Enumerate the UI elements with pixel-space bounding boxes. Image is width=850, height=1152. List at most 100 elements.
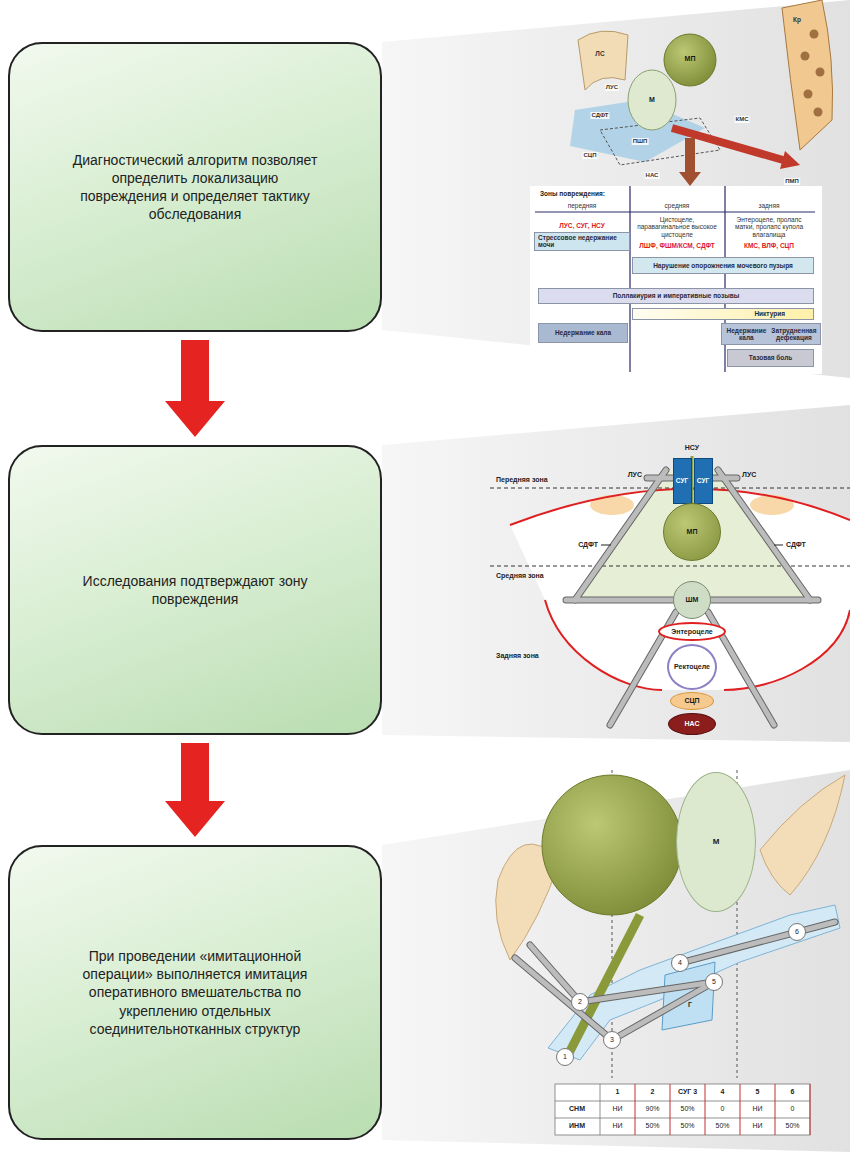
part-label: Г <box>687 1001 693 1009</box>
result-table-grid <box>555 1101 810 1102</box>
part-label: ЛУС <box>628 471 642 479</box>
column-header: средняя <box>665 202 690 209</box>
symptom-band: Нарушение опорожнения мочевого пузыря <box>632 257 814 274</box>
structure-list: ЛУС, СУГ, НСУ <box>559 222 604 229</box>
table-cell: 50% <box>715 1122 729 1130</box>
column-header: передняя <box>568 202 597 209</box>
result-table-grid <box>810 1084 811 1135</box>
pelvic-3d-drawing <box>685 138 695 172</box>
pelvic-zone-scheme <box>718 470 810 600</box>
pelvic-3d-drawing <box>679 172 701 186</box>
pelvic-zone-scheme <box>712 475 737 482</box>
imitation-operation-drawing <box>760 775 845 895</box>
callout-circle: 4 <box>671 954 689 972</box>
pelvic-zone-scheme <box>712 476 737 481</box>
table-cell: 50% <box>645 1122 659 1130</box>
imitation-operation-drawing <box>515 922 835 1040</box>
node-text: СУГ <box>676 477 688 484</box>
symptom-band: Стрессовое недержание мочи <box>534 232 630 251</box>
table-header: СУГ 3 <box>678 1088 697 1096</box>
pelvic-3d-drawing <box>810 30 819 39</box>
pelvic-3d-drawing <box>801 52 810 61</box>
table-cell: 50% <box>680 1105 694 1113</box>
zone-label: Средняя зона <box>496 572 544 580</box>
node-text: Недержание кала <box>725 327 769 341</box>
part-label: СДФТ <box>578 541 598 549</box>
node-text: Ректоцеле <box>674 663 710 671</box>
pelvic-3d-drawing <box>628 70 676 130</box>
part-label: СДФТ <box>590 112 609 119</box>
zone-table-grid <box>535 211 815 212</box>
callout-circle: 3 <box>603 1031 621 1049</box>
structure-list: КМС, ВЛФ, СЦП <box>744 242 794 249</box>
column-header: задняя <box>758 202 779 209</box>
process-box: Диагностический алгоритм позволяет опред… <box>8 42 382 332</box>
pelvic-zone-scheme <box>545 600 662 690</box>
node-text: Нарушение опорожнения мочевого пузыря <box>653 262 793 269</box>
table-heading: Зоны повреждения: <box>540 190 605 197</box>
node-text: Недержание кала <box>555 329 611 336</box>
imitation-operation-drawing <box>680 922 835 963</box>
organ-circle: МП <box>663 503 721 561</box>
imitation-operation-drawing <box>542 775 682 915</box>
pelvic-3d-drawing <box>664 34 716 86</box>
table-header: 4 <box>721 1088 725 1096</box>
result-table-grid <box>555 1118 810 1119</box>
sphincter-ellipse: НАС <box>668 713 716 735</box>
table-header: 1 <box>616 1088 620 1096</box>
pelvic-3d-drawing <box>804 90 813 99</box>
callout-circle: 1 <box>556 1048 574 1066</box>
node-text: Затрудненная дефекация <box>771 327 816 341</box>
result-table-grid <box>775 1084 776 1135</box>
background-wedge <box>382 770 850 1152</box>
result-table-grid <box>555 1084 810 1135</box>
node-text: Поллакиурия и императивные позывы <box>613 292 740 299</box>
pelvic-3d-drawing <box>816 68 825 77</box>
part-label: ПМП <box>784 178 800 185</box>
symptom-band: Недержание кала <box>538 323 628 343</box>
process-box: При проведении «имитационной операции» в… <box>8 845 382 1140</box>
part-label: НАС <box>645 172 660 179</box>
background-wedge <box>382 405 850 742</box>
result-table-grid <box>740 1084 741 1135</box>
zone-label: Задняя зона <box>496 652 539 660</box>
table-cell: 0 <box>721 1105 725 1113</box>
flow-arrow <box>165 340 225 437</box>
callout-circle: 2 <box>571 993 589 1011</box>
result-table-grid <box>670 1084 671 1135</box>
symptom-band: Поллакиурия и императивные позывы <box>538 288 814 304</box>
pelvic-zone-scheme <box>566 470 818 725</box>
pelvic-3d-drawing <box>570 0 833 186</box>
pelvic-zone-scheme <box>774 545 783 546</box>
ligament-bar: СУГ <box>694 458 713 504</box>
table-cell: НИ <box>752 1105 762 1113</box>
symptom-band: Тазовая боль <box>727 349 814 367</box>
node-text: 2 <box>578 998 582 1006</box>
pelvic-zone-scheme <box>566 597 818 604</box>
pelvic-zone-scheme <box>590 495 634 515</box>
symptom-band: Недержание калаЗатрудненная дефекация <box>721 323 821 345</box>
zone-table-grid <box>530 186 822 374</box>
organ-circle: ШМ <box>673 581 711 619</box>
part-label: МП <box>685 55 696 63</box>
ligament-bar: СУГ <box>673 458 692 504</box>
node-text: Тазовая боль <box>749 354 793 361</box>
node-text: СЦП <box>684 697 699 705</box>
pelvic-zone-scheme <box>601 545 611 546</box>
zone-label: Передняя зона <box>496 476 548 484</box>
background-wedge <box>382 0 850 378</box>
node-text: 4 <box>678 959 682 967</box>
part-label: НСУ <box>685 444 699 452</box>
pelvic-zone-scheme <box>490 488 850 489</box>
node-text: Диагностический алгоритм позволяет опред… <box>69 151 321 224</box>
node-text: ШМ <box>686 596 699 604</box>
result-table-grid <box>705 1084 706 1135</box>
table-cell: 50% <box>785 1122 799 1130</box>
pelvic-3d-drawing <box>814 108 823 117</box>
process-box: Исследования подтверждают зону поврежден… <box>8 445 382 735</box>
pelvic-zone-scheme <box>575 470 666 600</box>
imitation-operation-drawing <box>530 945 580 1002</box>
table-cell: НИ <box>612 1122 622 1130</box>
table-cell: 50% <box>680 1122 694 1130</box>
